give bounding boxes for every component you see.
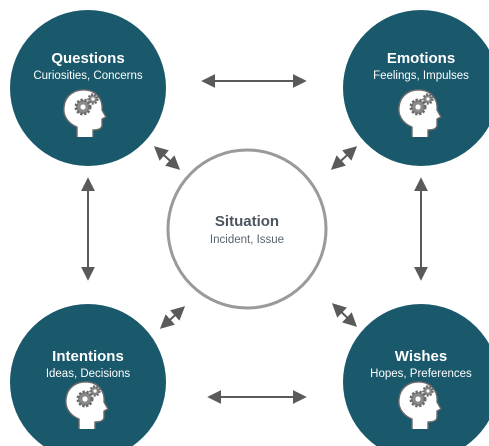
node-emotions-circle (343, 10, 489, 166)
arrow-questions-situation (153, 146, 181, 170)
node-intentions-circle (10, 304, 166, 446)
intentions-subtitle: Ideas, Decisions (45, 368, 131, 380)
arrow-wishes-situation (331, 303, 358, 327)
situation-subtitle: Incident, Issue (209, 234, 285, 246)
node-wishes-circle (343, 304, 489, 446)
wishes-subtitle: Hopes, Preferences (370, 368, 472, 380)
emotions-label: Emotions Feelings, Impulses (343, 50, 489, 84)
questions-subtitle: Curiosities, Concerns (33, 70, 143, 82)
situation-label: Situation Incident, Issue (170, 213, 324, 248)
intentions-title: Intentions (52, 348, 124, 365)
wishes-label: Wishes Hopes, Preferences (343, 348, 489, 382)
center-situation-circle (166, 148, 328, 310)
intentions-label: Intentions Ideas, Decisions (10, 348, 166, 382)
emotions-title: Emotions (386, 50, 456, 67)
questions-title: Questions (51, 50, 125, 67)
wishes-title: Wishes (394, 348, 448, 365)
emotions-subtitle: Feelings, Impulses (373, 70, 469, 82)
node-questions-circle (10, 10, 166, 166)
arrow-intentions-situation (159, 306, 186, 329)
arrow-emotions-situation (330, 146, 358, 170)
questions-label: Questions Curiosities, Concerns (10, 50, 166, 84)
situation-title: Situation (214, 213, 280, 230)
